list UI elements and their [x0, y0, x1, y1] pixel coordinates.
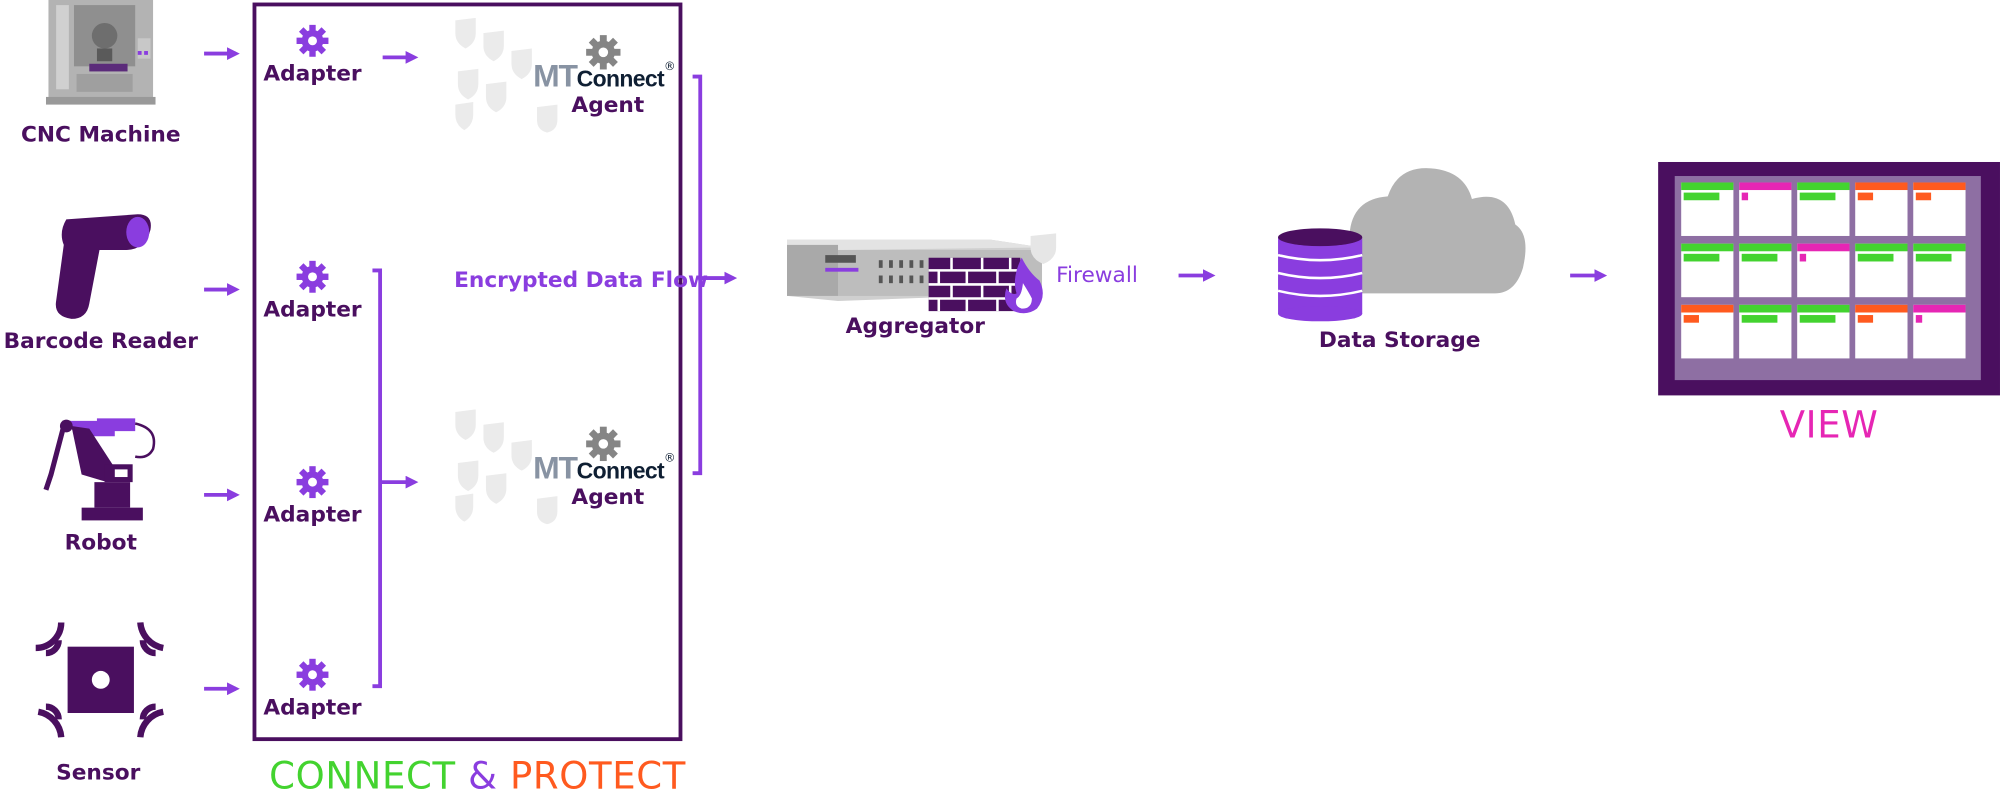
gear-icon [296, 658, 329, 691]
robot-icon [43, 418, 156, 521]
connect-protect-title: CONNECT & PROTECT [269, 754, 686, 797]
dashboard-tile [1739, 182, 1792, 236]
dashboard-tile [1681, 304, 1734, 359]
aggregator-label: Aggregator [845, 313, 986, 340]
robot-label: Robot [64, 530, 137, 557]
adapter-label-4: Adapter [263, 695, 362, 721]
firewall-label: Firewall [1056, 262, 1138, 289]
flame-icon [1004, 257, 1043, 314]
bracket-adapters [372, 268, 383, 689]
gear-icon [586, 426, 621, 462]
mtconnect-logo: MTConnect® [533, 450, 675, 487]
mtconnect-logo-mt: MT [533, 58, 578, 95]
gear-icon [296, 24, 329, 57]
dashboard-tile [1797, 304, 1850, 359]
sensor-label: Sensor [56, 760, 141, 786]
database-icon [1277, 228, 1363, 322]
dashboard-tile [1855, 243, 1908, 298]
agent-label-top: Agent [571, 93, 645, 119]
encrypted-data-flow-label: Encrypted Data Flow [454, 267, 709, 294]
adapter-label-3: Adapter [263, 502, 362, 529]
adapter-label-2: Adapter [263, 297, 362, 323]
dashboard-tile [1681, 243, 1734, 298]
mtconnect-logo-connect: Connect [576, 457, 665, 484]
cnc-machine-label: CNC Machine [20, 122, 181, 148]
sensor-icon [35, 622, 165, 738]
view-title: VIEW [1779, 403, 1879, 447]
dashboard-tile [1913, 243, 1966, 298]
ampersand: & [468, 753, 498, 798]
dashboard-tile [1797, 243, 1850, 298]
bracket-agents [692, 74, 703, 476]
protect-word: PROTECT [509, 753, 686, 798]
mtconnect-logo-mt: MT [533, 450, 578, 486]
mtconnect-logo: MTConnect® [533, 59, 675, 96]
dashboard-tile [1913, 304, 1966, 359]
connect-protect-box [252, 2, 683, 742]
adapter-label-1: Adapter [263, 61, 362, 87]
mtconnect-registered: ® [664, 61, 676, 74]
dashboard-tile [1855, 182, 1908, 236]
dashboard-tile [1739, 304, 1792, 359]
mtconnect-registered: ® [664, 452, 676, 466]
dashboard-tile [1913, 182, 1966, 236]
mtconnect-logo-connect: Connect [576, 66, 665, 92]
dashboard-tile [1797, 182, 1850, 236]
barcode-reader-icon [55, 214, 151, 319]
connect-word: CONNECT [269, 753, 456, 798]
dashboard-tile [1739, 243, 1792, 298]
gear-icon [296, 260, 329, 293]
dashboard-tiles [1681, 182, 1966, 359]
cnc-machine-icon [45, 0, 156, 105]
gear-icon [586, 35, 621, 70]
shield-cluster-icon [455, 17, 558, 133]
cloud-icon [1310, 168, 1526, 294]
dashboard-tile [1855, 304, 1908, 359]
shield-cluster-icon [455, 409, 558, 525]
shield-icon [1030, 233, 1057, 265]
barcode-reader-label: Barcode Reader [3, 329, 198, 355]
gear-icon [296, 466, 329, 499]
agent-label-bottom: Agent [571, 484, 645, 511]
dashboard-tile [1681, 182, 1734, 236]
data-storage-label: Data Storage [1318, 327, 1481, 354]
